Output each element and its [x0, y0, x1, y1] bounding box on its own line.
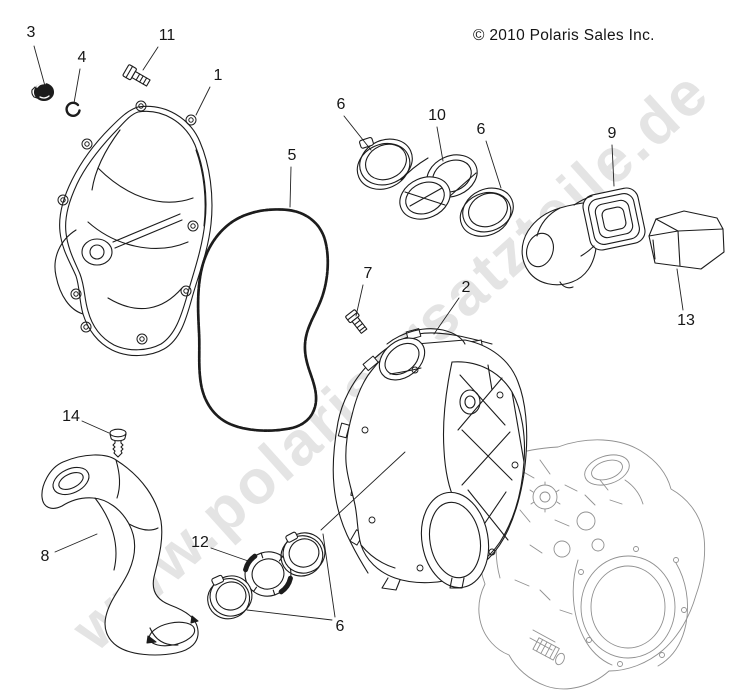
callout-1: 1 [213, 67, 223, 84]
part-11-bolt-drawing [122, 64, 151, 87]
callout-12: 12 [191, 534, 209, 551]
part-3-plug-drawing [31, 82, 55, 102]
callout-3: 3 [26, 24, 36, 41]
part-8-duct-boot-drawing [41, 454, 199, 656]
part-6-clamp-upper-left-drawing [356, 137, 413, 190]
callout-9: 9 [607, 125, 617, 142]
callout-6-upper-right: 6 [476, 121, 486, 138]
part-1-outer-clutch-cover-drawing [54, 100, 213, 357]
part-10-coupling-drawing [399, 154, 478, 220]
callout-8: 8 [40, 548, 50, 565]
callout-13: 13 [677, 312, 695, 329]
part-14-rivet-drawing [109, 428, 127, 458]
callout-11: 11 [158, 27, 176, 44]
part-13-cover-drawing [648, 210, 725, 270]
part-9-air-duct-drawing [521, 187, 646, 289]
part-6-clamp-lower-right-drawing [280, 531, 326, 577]
part-6-clamp-lower-left-drawing [207, 574, 253, 620]
callout-4: 4 [77, 49, 87, 66]
part-7-bolt-drawing [345, 309, 368, 334]
copyright-text: © 2010 Polaris Sales Inc. [473, 27, 655, 44]
part-2-inner-clutch-cover-drawing [332, 328, 528, 591]
callout-leader-lines [33, 45, 684, 621]
callout-5: 5 [287, 147, 297, 164]
callout-14: 14 [62, 408, 80, 425]
callout-7: 7 [363, 265, 373, 282]
part-5-gasket-drawing [196, 208, 330, 432]
part-12-seal-ring-drawing [243, 551, 293, 597]
callout-2: 2 [461, 279, 471, 296]
part-4-washer-drawing [65, 101, 81, 117]
callout-10: 10 [428, 107, 446, 124]
callout-6-upper-left: 6 [336, 96, 346, 113]
part-6-clamp-upper-right-drawing [459, 187, 514, 237]
callout-6-lower: 6 [335, 618, 345, 635]
